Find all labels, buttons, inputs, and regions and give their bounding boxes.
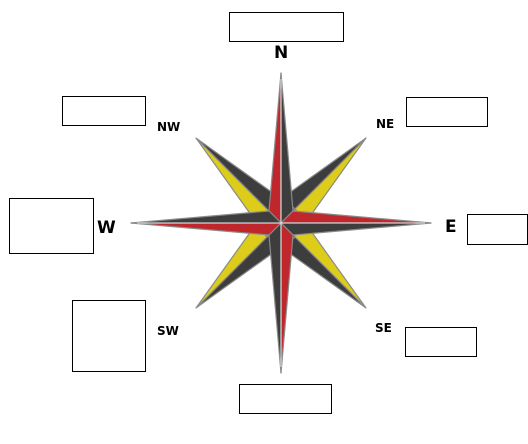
- answer-box-southwest[interactable]: [72, 300, 146, 372]
- answer-box-northeast[interactable]: [406, 97, 488, 127]
- label-west: W: [97, 220, 116, 237]
- answer-box-south[interactable]: [239, 384, 332, 414]
- answer-box-northwest[interactable]: [62, 96, 146, 126]
- point-west-right: [131, 211, 281, 223]
- point-north-right: [281, 73, 293, 223]
- answer-box-southeast[interactable]: [405, 327, 477, 357]
- point-east-right: [281, 223, 431, 235]
- label-north: N: [274, 45, 288, 62]
- point-west-left: [131, 223, 281, 235]
- label-southeast: SE: [375, 322, 392, 334]
- point-east-left: [281, 211, 431, 223]
- answer-box-west[interactable]: [9, 198, 94, 254]
- label-southwest: SW: [157, 325, 179, 337]
- answer-box-north[interactable]: [229, 12, 344, 42]
- label-east: E: [445, 219, 457, 236]
- point-north-left: [269, 73, 281, 223]
- label-northeast: NE: [376, 118, 394, 130]
- point-south-left: [281, 223, 293, 373]
- answer-box-east[interactable]: [467, 214, 528, 245]
- label-northwest: NW: [157, 121, 180, 133]
- point-south-right: [269, 223, 281, 373]
